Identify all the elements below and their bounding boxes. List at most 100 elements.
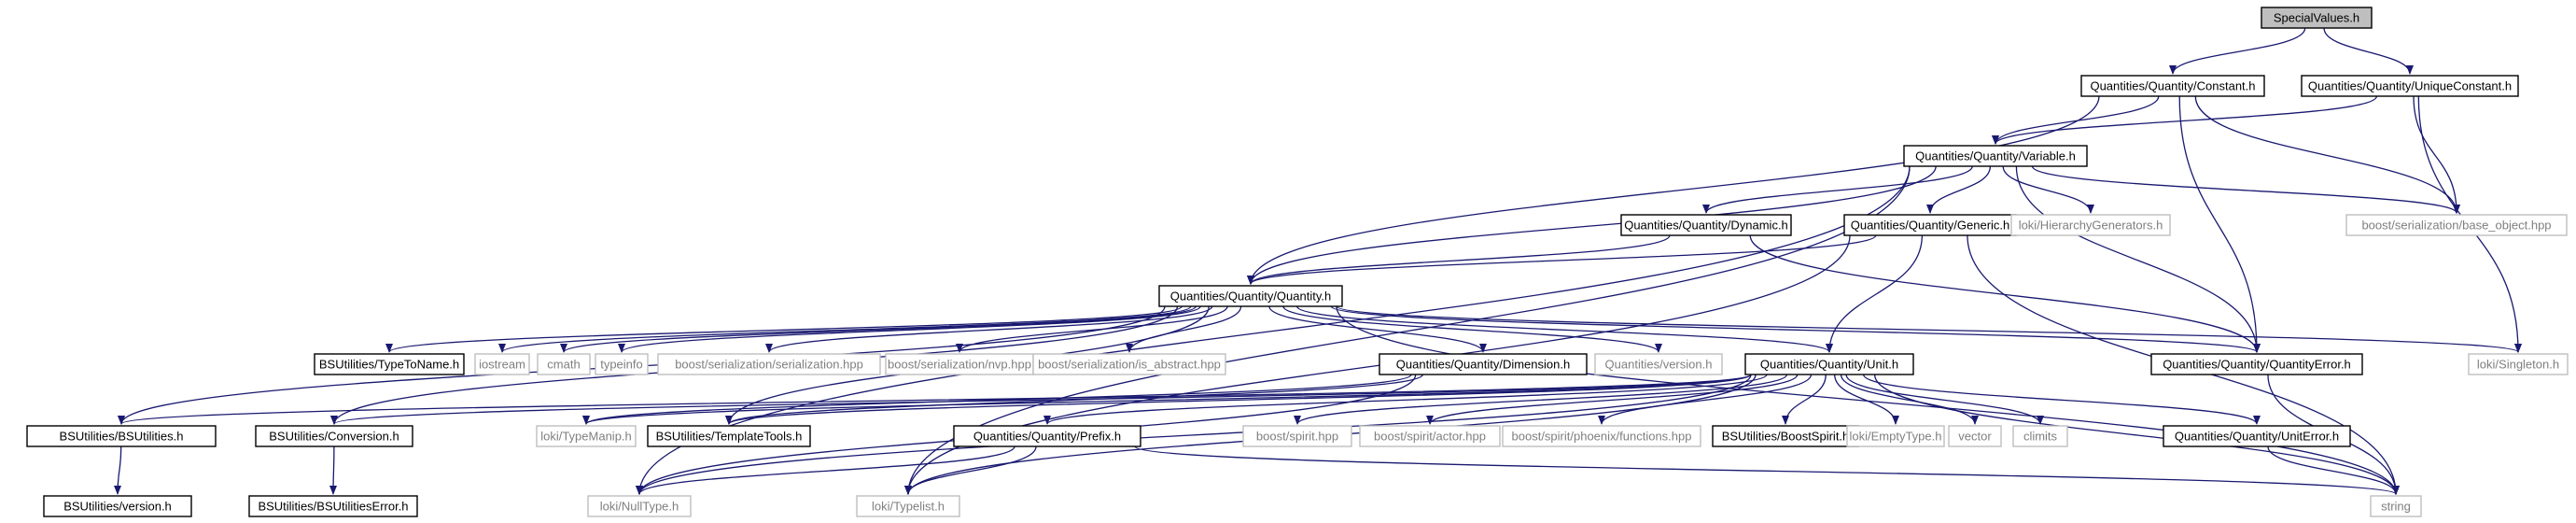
node-typetoname[interactable]: BSUtilities/TypeToName.h [314, 353, 465, 375]
node-quantityerror[interactable]: Quantities/Quantity/QuantityError.h [2150, 353, 2363, 375]
node-string: string [2370, 495, 2422, 517]
edge-generic-to-quantity [1247, 234, 1877, 285]
node-label-quantityerror: Quantities/Quantity/QuantityError.h [2163, 358, 2351, 372]
node-label-dimension: Quantities/Quantity/Dimension.h [1396, 358, 1570, 372]
node-typeinfo: typeinfo [595, 353, 649, 375]
node-singleton: loki/Singleton.h [2468, 353, 2569, 375]
node-iostream: iostream [474, 353, 530, 375]
node-prefix[interactable]: Quantities/Quantity/Prefix.h [953, 425, 1141, 447]
edge-quantity-to-is_abstract [1126, 305, 1242, 353]
edge-variable-to-quantityerror [2015, 165, 2261, 353]
node-box-quantity [1158, 285, 1343, 307]
node-box-prefix [953, 425, 1141, 447]
edge-constant-to-quantity [1247, 95, 2100, 285]
node-label-base_object: boost/serialization/base_object.hpp [2361, 219, 2551, 233]
node-boostspirit[interactable]: BSUtilities/BoostSpirit.h [1712, 425, 1859, 447]
edge-prefix-to-nulltype [636, 445, 1015, 495]
edge-quantity-to-quantityerror [1330, 305, 2261, 353]
node-box-vector [1948, 425, 2002, 447]
node-box-specialvalues [2261, 7, 2373, 29]
node-box-constant [2080, 75, 2265, 97]
node-spirit: boost/spirit.hpp [1242, 425, 1352, 447]
node-generic[interactable]: Quantities/Quantity/Generic.h [1843, 214, 2017, 236]
node-quantity[interactable]: Quantities/Quantity/Quantity.h [1158, 285, 1343, 307]
node-label-conversion: BSUtilities/Conversion.h [269, 430, 399, 444]
node-label-cmath: cmath [547, 358, 580, 372]
node-hierarchygen: loki/HierarchyGenerators.h [2010, 214, 2171, 236]
edge-quantity-to-iostream [498, 305, 1192, 353]
node-specialvalues[interactable]: SpecialValues.h [2261, 7, 2373, 29]
node-box-typelist [856, 495, 960, 517]
node-label-is_abstract: boost/serialization/is_abstract.hpp [1038, 358, 1221, 372]
node-box-is_abstract [1032, 353, 1226, 375]
edge-variable-to-dynamic [1702, 165, 1973, 214]
node-label-spirit: boost/spirit.hpp [1256, 430, 1338, 444]
node-dynamic[interactable]: Quantities/Quantity/Dynamic.h [1620, 214, 1792, 236]
edge-quantity-to-unit [1295, 305, 1833, 353]
node-label-emptytype: loki/EmptyType.h [1850, 430, 1942, 444]
edge-uniqueconstant-to-variable [1992, 95, 2378, 145]
node-label-bsutilities: BSUtilities/BSUtilities.h [60, 430, 184, 444]
node-box-templatetools [647, 425, 811, 447]
node-box-unit [1744, 353, 1914, 375]
node-is_abstract: boost/serialization/is_abstract.hpp [1032, 353, 1226, 375]
node-constant[interactable]: Quantities/Quantity/Constant.h [2080, 75, 2265, 97]
node-serialization: boost/serialization/serialization.hpp [657, 353, 881, 375]
edge-unit-to-boostspirit [1782, 374, 1827, 425]
node-label-uniqueconstant: Quantities/Quantity/UniqueConstant.h [2308, 79, 2512, 93]
node-box-dimension [1379, 353, 1588, 375]
node-box-typetoname [314, 353, 465, 375]
node-label-actor: boost/spirit/actor.hpp [1374, 430, 1486, 444]
node-dimension[interactable]: Quantities/Quantity/Dimension.h [1379, 353, 1588, 375]
node-uniterror[interactable]: Quantities/Quantity/UnitError.h [2163, 425, 2351, 447]
node-label-nvp: boost/serialization/nvp.hpp [888, 358, 1031, 372]
edge-specialvalues-to-uniqueconstant [2323, 27, 2414, 75]
edge-quantity-to-dimension [1268, 305, 1487, 353]
nodes-layer: SpecialValues.hQuantities/Quantity/Const… [26, 7, 2569, 517]
node-box-qversion [1594, 353, 1723, 375]
node-bserror[interactable]: BSUtilities/BSUtilitiesError.h [248, 495, 418, 517]
node-box-typemanip [536, 425, 637, 447]
node-unit[interactable]: Quantities/Quantity/Unit.h [1744, 353, 1914, 375]
edge-unit-to-uniterror [1862, 374, 2261, 425]
node-typemanip: loki/TypeManip.h [536, 425, 637, 447]
node-label-qversion: Quantities/version.h [1605, 358, 1713, 372]
node-box-phoenix [1502, 425, 1701, 447]
edge-variable-to-generic [1926, 165, 1992, 214]
edge-conversion-to-bserror [329, 445, 338, 495]
edge-quantity-to-typeinfo [618, 305, 1201, 353]
node-box-base_object [2345, 214, 2568, 236]
node-label-templatetools: BSUtilities/TemplateTools.h [656, 430, 803, 444]
node-bsversion[interactable]: BSUtilities/version.h [43, 495, 192, 517]
edge-unit-to-bsutilities [118, 374, 1752, 425]
node-nulltype: loki/NullType.h [587, 495, 692, 517]
node-vector: vector [1948, 425, 2002, 447]
node-box-bsutilities [26, 425, 217, 447]
edge-bsutilities-to-bsversion [114, 445, 122, 495]
node-box-cmath [537, 353, 591, 375]
node-label-nulltype: loki/NullType.h [600, 500, 679, 514]
node-label-serialization: boost/serialization/serialization.hpp [675, 358, 863, 372]
node-box-nulltype [587, 495, 692, 517]
node-conversion[interactable]: BSUtilities/Conversion.h [255, 425, 413, 447]
node-label-typemanip: loki/TypeManip.h [540, 430, 632, 444]
edge-constant-to-variable [1992, 95, 2160, 145]
node-uniqueconstant[interactable]: Quantities/Quantity/UniqueConstant.h [2301, 75, 2519, 97]
node-variable[interactable]: Quantities/Quantity/Variable.h [1903, 145, 2088, 167]
edge-dimension-to-typemanip [582, 374, 1412, 425]
edge-quantity-to-singleton [1336, 305, 2522, 353]
node-label-unit: Quantities/Quantity/Unit.h [1760, 358, 1898, 372]
node-label-constant: Quantities/Quantity/Constant.h [2090, 79, 2255, 93]
node-box-variable [1903, 145, 2088, 167]
node-label-typeinfo: typeinfo [600, 358, 643, 372]
node-templatetools[interactable]: BSUtilities/TemplateTools.h [647, 425, 811, 447]
node-box-uniterror [2163, 425, 2351, 447]
edge-unit-to-phoenix [1598, 374, 1813, 425]
node-box-serialization [657, 353, 881, 375]
node-label-prefix: Quantities/Quantity/Prefix.h [973, 430, 1121, 444]
node-cmath: cmath [537, 353, 591, 375]
node-actor: boost/spirit/actor.hpp [1359, 425, 1501, 447]
edge-variable-to-base_object [2031, 165, 2460, 214]
node-label-string: string [2381, 500, 2411, 514]
node-bsutilities[interactable]: BSUtilities/BSUtilities.h [26, 425, 217, 447]
